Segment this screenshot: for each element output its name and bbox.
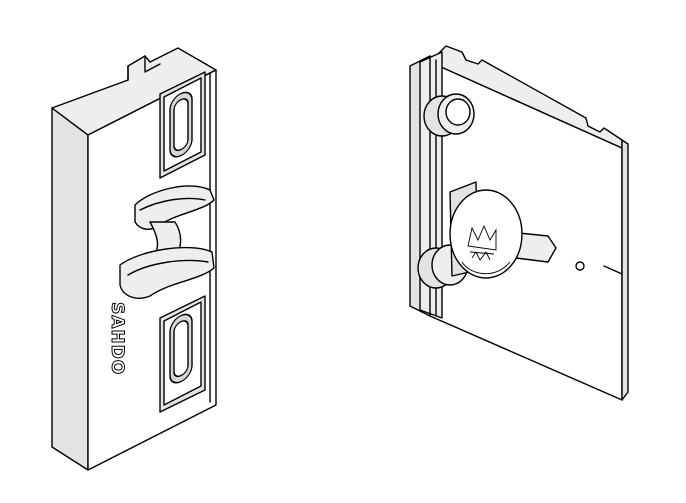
left-part-lower-slot xyxy=(159,295,206,413)
left-part-side-face xyxy=(51,107,89,471)
left-part-upper-slot xyxy=(159,71,206,179)
right-part-latch xyxy=(449,181,557,279)
left-part-brand-text: SAHDO xyxy=(107,302,127,375)
crown-logo xyxy=(467,224,497,261)
left-end-cap: SAHDO xyxy=(51,47,217,471)
left-part-clip xyxy=(119,185,215,299)
right-part-lower-boss xyxy=(417,244,469,289)
right-part-upper-boss xyxy=(423,93,475,137)
right-end-cap xyxy=(409,45,629,401)
right-part-hole xyxy=(575,261,585,271)
